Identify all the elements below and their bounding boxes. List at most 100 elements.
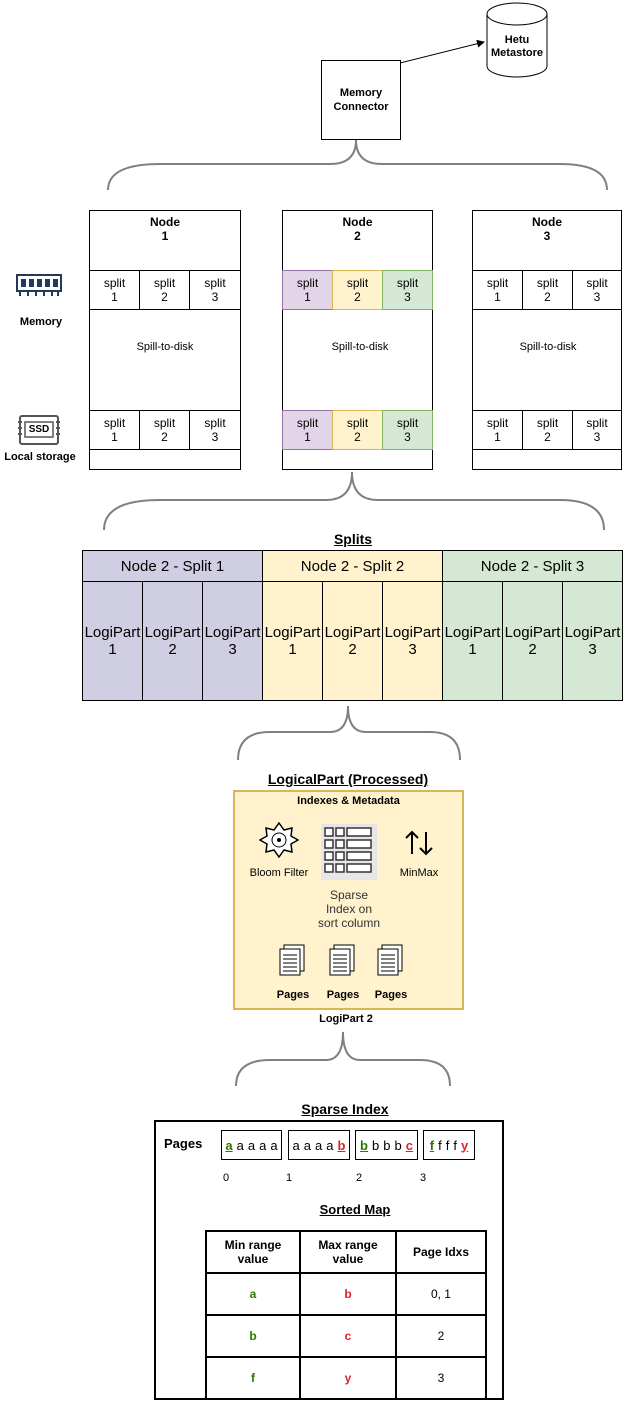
header-min-range: Min range value	[204, 1230, 302, 1274]
sparse-index-icon	[321, 824, 377, 880]
node-3-disk-split-1: split 1	[472, 410, 523, 450]
sparse-pages-label: Pages	[164, 1136, 203, 1151]
node-3-mem-split-3: split 3	[572, 270, 622, 310]
row-0-max: b	[299, 1272, 397, 1316]
row-0-idxs: 0, 1	[394, 1272, 488, 1316]
logipart-brace	[237, 705, 461, 761]
node-3-disk-split-2: split 2	[522, 410, 573, 450]
table-row: a b 0, 1	[204, 1272, 488, 1316]
split-group-1-part-2: LogiPart 2	[143, 581, 203, 701]
sorted-map-title: Sorted Map	[319, 1201, 391, 1217]
split-group-3-part-2: LogiPart 2	[503, 581, 563, 701]
local-storage-label: Local storage	[4, 451, 76, 463]
split-group-3: Node 2 - Split 3 LogiPart 1 LogiPart 2 L…	[442, 550, 623, 701]
node-1-mem-split-2: split 2	[139, 270, 190, 310]
logical-part-box: Indexes & Metadata Bloom Filter Sparse I…	[233, 790, 464, 1010]
page-strip-2-char-4: b	[394, 1137, 402, 1153]
page-strip-2: b b b b c	[355, 1130, 418, 1160]
split-group-3-label: Node 2 - Split 3	[443, 551, 622, 582]
split-group-1-part-3: LogiPart 3	[204, 624, 261, 658]
node-2-mem-split-1: split 1	[282, 270, 333, 310]
node-2-mem-split-2: split 2	[332, 270, 383, 310]
ssd-icon: SSD	[18, 414, 60, 446]
page-index-3: 3	[420, 1172, 427, 1184]
page-strip-1-char-3: a	[315, 1137, 323, 1153]
node-3-mem-split-2: split 2	[522, 270, 573, 310]
page-strip-3-char-2: f	[438, 1137, 442, 1153]
page-strip-3: f f f f y	[423, 1130, 475, 1160]
ssd-icon-text: SSD	[28, 424, 50, 435]
node-1-disk-split-3: split 3	[189, 410, 241, 450]
node-1-title: Node 1	[150, 215, 180, 243]
bloom-filter-label: Bloom Filter	[249, 867, 309, 879]
page-strip-3-char-5: y	[460, 1137, 469, 1153]
nodes-brace	[107, 139, 608, 191]
table-row: f y 3	[204, 1356, 488, 1400]
page-strip-1-char-1: a	[292, 1137, 300, 1153]
metastore-cylinder: Hetu Metastore	[486, 2, 548, 78]
ram-icon	[16, 273, 62, 299]
row-2-max: y	[299, 1356, 397, 1400]
page-strip-0-char-5: a	[270, 1137, 278, 1153]
split-group-1: Node 2 - Split 1 LogiPart 1 LogiPart 2 L…	[82, 550, 263, 701]
page-icon-2	[329, 944, 357, 978]
page-icon-3	[377, 944, 405, 978]
header-page-idxs: Page Idxs	[394, 1230, 488, 1274]
row-2-idxs: 3	[394, 1356, 488, 1400]
page-index-0: 0	[223, 1172, 230, 1184]
page-strip-2-char-2: b	[372, 1137, 380, 1153]
node-1-mem-split-1: split 1	[89, 270, 140, 310]
split-group-1-label: Node 2 - Split 1	[83, 551, 262, 582]
memory-connector-box: Memory Connector	[321, 60, 401, 140]
page-strip-1-char-4: a	[326, 1137, 334, 1153]
page-strip-3-char-3: f	[445, 1137, 450, 1153]
split-group-2-part-2: LogiPart 2	[323, 581, 383, 701]
node-1-spill-label: Spill-to-disk	[130, 340, 200, 354]
logical-part-title: LogicalPart (Processed)	[267, 771, 429, 787]
row-1-idxs: 2	[394, 1314, 488, 1358]
row-0-min: a	[204, 1272, 302, 1316]
page-strip-0-char-4: a	[259, 1137, 267, 1153]
minmax-icon	[402, 828, 436, 858]
page-strip-2-char-3: b	[383, 1137, 391, 1153]
split-group-3-part-3: LogiPart 3	[564, 624, 621, 658]
bloom-filter-icon	[258, 821, 300, 859]
page-strip-0-char-3: a	[247, 1137, 256, 1153]
node-2-mem-split-3: split 3	[382, 270, 433, 310]
sparse-brace	[235, 1031, 451, 1087]
split-group-1-part-1: LogiPart 1	[83, 581, 143, 701]
sorted-map-header-row: Min range value Max range value Page Idx…	[204, 1230, 488, 1274]
page-strip-3-char-1: f	[429, 1137, 435, 1153]
node-1-disk-split-1: split 1	[89, 410, 140, 450]
node-3-disk-split-3: split 3	[572, 410, 622, 450]
node-3-title: Node 3	[532, 215, 562, 243]
page-strip-1: a a a a b	[288, 1130, 350, 1160]
splits-brace	[103, 471, 605, 531]
page-index-1: 1	[286, 1172, 293, 1184]
pages-label-2: Pages	[326, 989, 360, 1001]
node-2-disk-split-1: split 1	[282, 410, 333, 450]
pages-label-3: Pages	[374, 989, 408, 1001]
split-group-2-part-3: LogiPart 3	[384, 624, 441, 658]
node-3-spill-label: Spill-to-disk	[513, 340, 583, 354]
header-max-range: Max range value	[299, 1230, 397, 1274]
node-3-mem-split-1: split 1	[472, 270, 523, 310]
split-group-2-label: Node 2 - Split 2	[263, 551, 442, 582]
node-2-spill-label: Spill-to-disk	[325, 340, 395, 354]
splits-title: Splits	[333, 531, 373, 547]
page-strip-3-char-4: f	[453, 1137, 457, 1153]
logical-part-footer: LogiPart 2	[319, 1013, 373, 1025]
node-2-title: Node 2	[342, 215, 373, 243]
sorted-map-table: Min range value Max range value Page Idx…	[204, 1230, 488, 1400]
page-index-2: 2	[356, 1172, 363, 1184]
memory-label: Memory	[19, 316, 63, 328]
page-strip-2-char-1: b	[360, 1137, 368, 1153]
row-2-min: f	[204, 1356, 302, 1400]
database-icon	[486, 2, 548, 78]
node-1-disk-split-2: split 2	[139, 410, 190, 450]
pages-label-1: Pages	[276, 989, 310, 1001]
minmax-label: MinMax	[399, 867, 439, 879]
node-2-disk-split-3: split 3	[382, 410, 433, 450]
sparse-index-label: Sparse Index on sort column	[317, 888, 381, 930]
split-group-2-part-1: LogiPart 1	[263, 581, 323, 701]
